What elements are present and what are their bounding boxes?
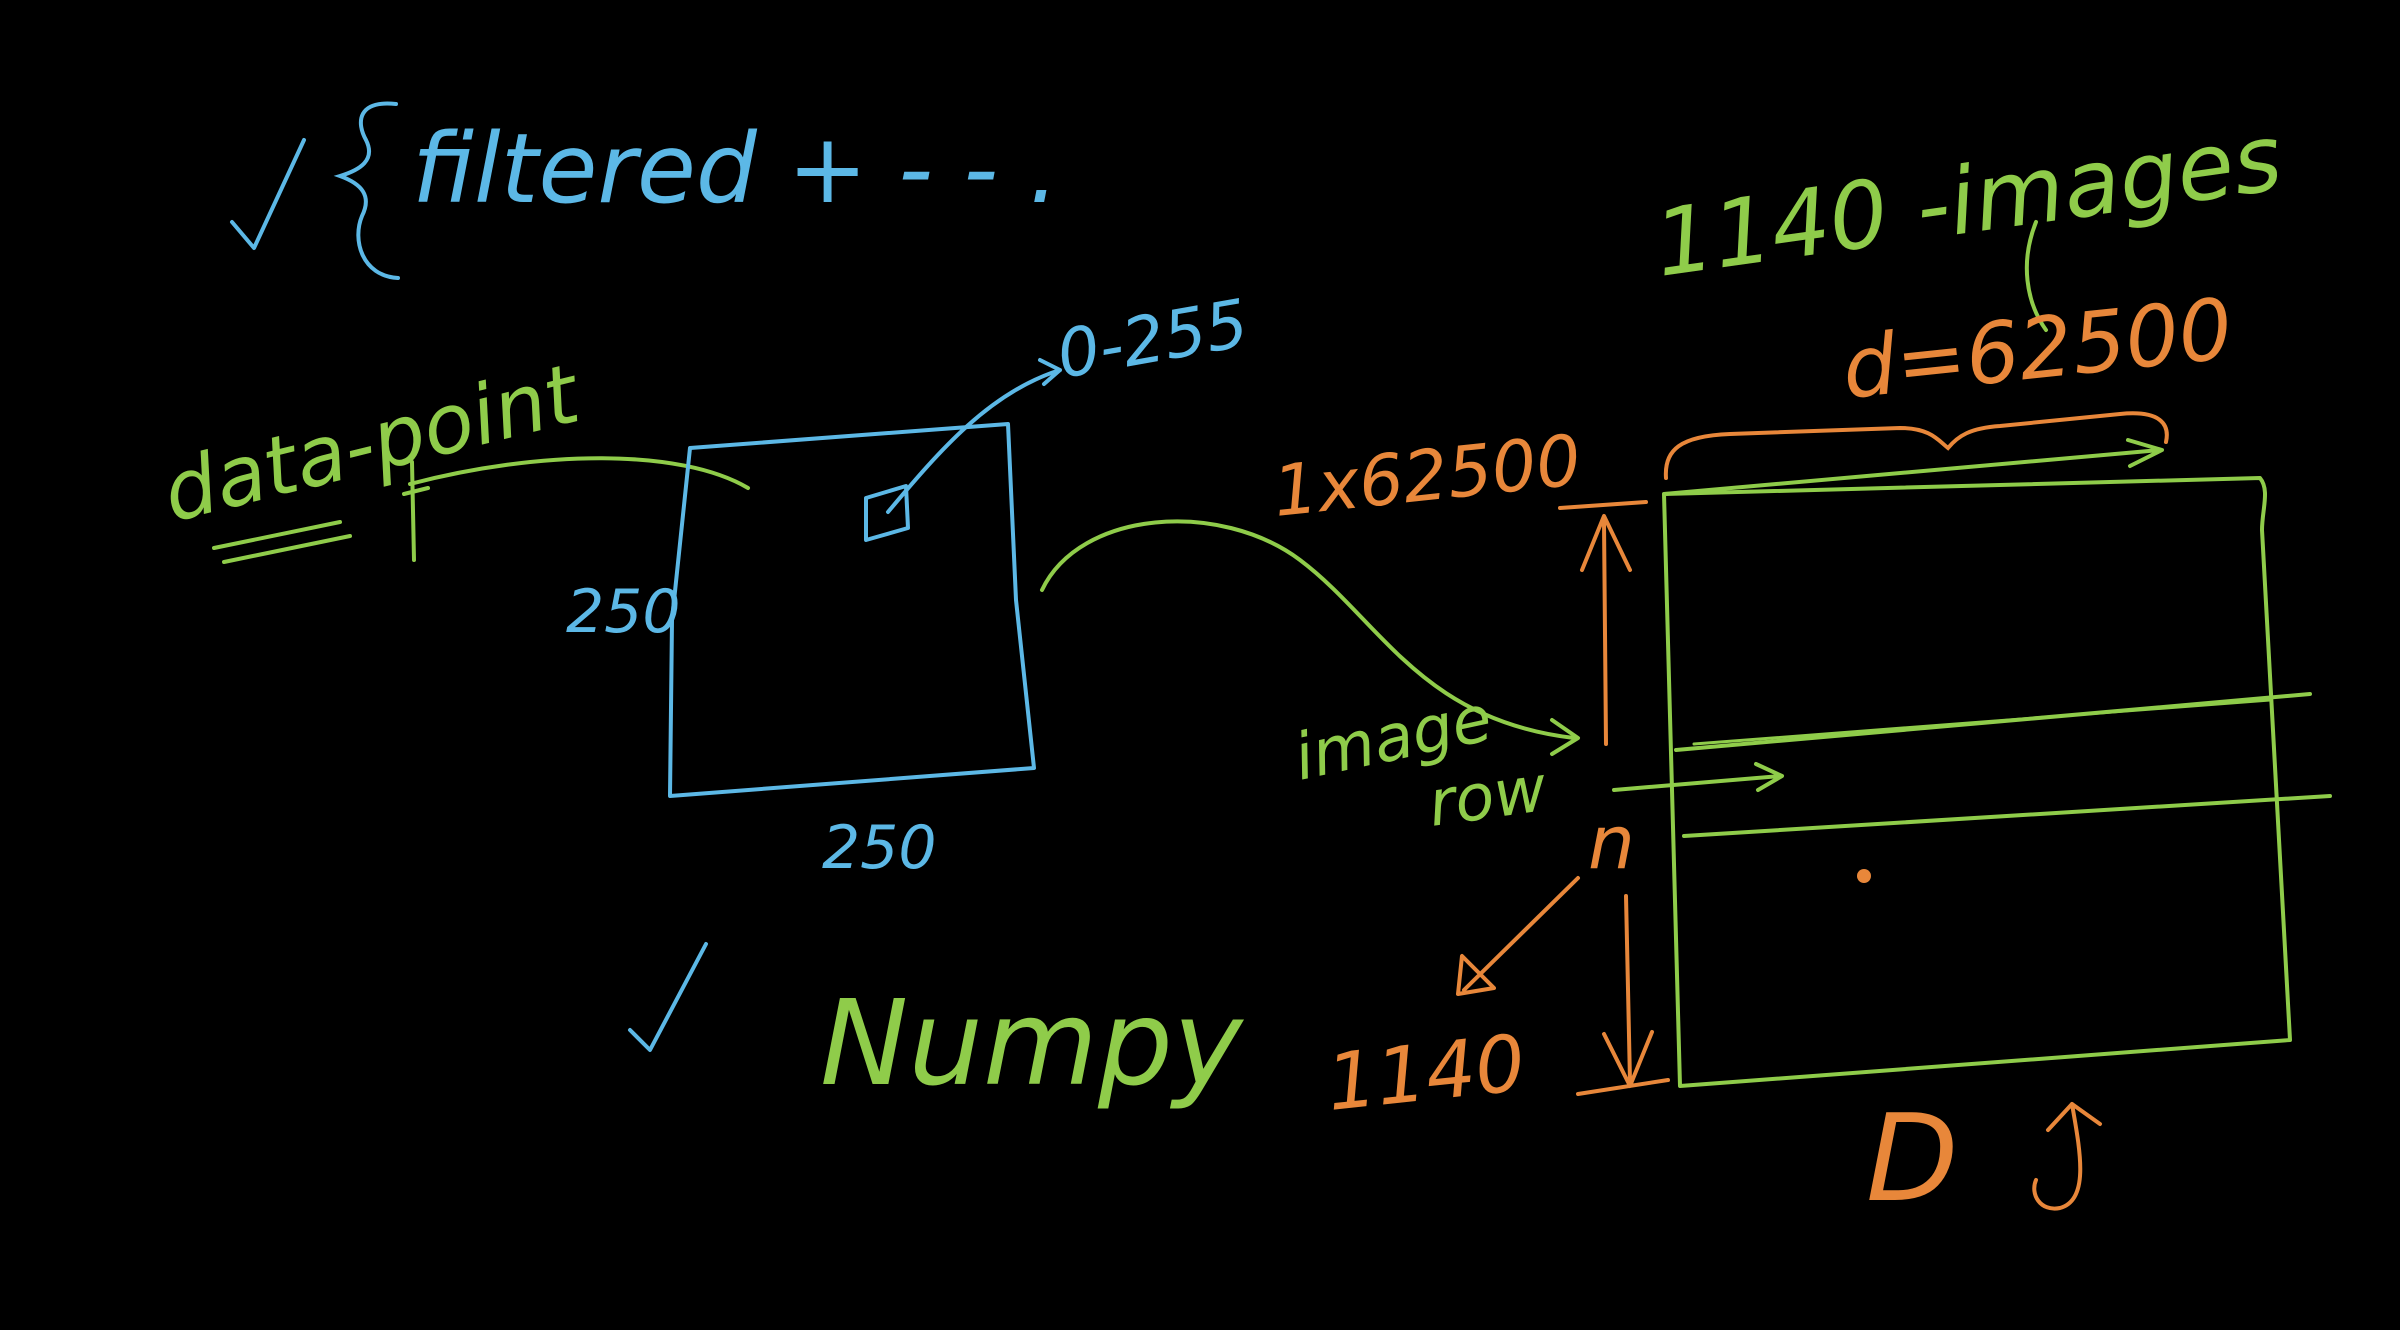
shape-annotations: 1x62500 n 1140 [1269,419,1670,1129]
data-point-tick [402,460,430,562]
height-dimension-lower [1576,894,1670,1096]
highlighted-row-inner [1692,698,2272,746]
top-note: filtered + - - . [230,101,1059,280]
data-matrix: 1140 -images [1648,104,2332,1088]
matrix-top-arrow [1662,438,2164,496]
matrix-outline [1662,476,2292,1088]
check-mark-bottom [628,942,708,1052]
matrix-name-stroke [2032,1102,2102,1211]
flatten-curve [1040,519,1576,740]
pixel-arrow [886,358,1062,514]
numpy-label: Numpy [820,974,1245,1112]
width-label: 250 [822,813,937,883]
data-point-connector [408,456,750,490]
numpy-note: Numpy [628,942,1245,1112]
pen-cursor [1857,869,1871,883]
n-value-arrow [1456,876,1580,996]
highlighted-row-bottom [1682,794,2332,838]
filtered-note: filtered + - - . [412,113,1059,225]
pixel-range-label: 0-255 [1051,285,1253,394]
curly-brace [333,101,400,280]
dimension-brace [1663,411,2169,480]
pixel-square [864,484,910,542]
data-point-label: data-point [154,346,591,541]
data-point-annotation: data-point [154,346,750,564]
n-label: n [1588,800,1635,886]
image-row-label-line2: row [1424,752,1552,842]
image-square-figure: 0-255 250 250 [566,285,1254,883]
data-point-underline [212,520,352,564]
flatten-arrowhead [1550,718,1580,756]
check-mark-top [230,138,306,250]
title-hook [2024,220,2048,332]
height-dimension-upper [1558,500,1648,746]
matrix-name: D [1866,1090,2102,1229]
height-label: 250 [566,577,681,647]
row-shape-label: 1x62500 [1269,419,1585,533]
n-value-label: 1140 [1323,1019,1530,1129]
matrix-title: 1140 -images [1648,104,2288,298]
image-square [668,422,1036,798]
matrix-name-label: D [1866,1090,1958,1229]
dimension-label: d=62500 [1838,280,2237,418]
row-pointer-arrow [1612,762,1784,792]
